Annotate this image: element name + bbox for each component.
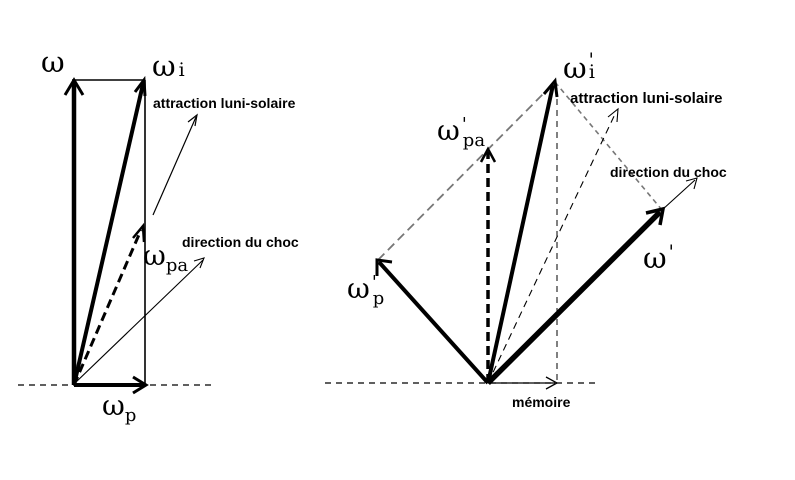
right-attraction-arrowhead [607,107,619,123]
left-omega-pa-symbol: ω [143,239,166,272]
right-memoire-label: mémoire [512,394,571,410]
right-omega-i-arrowhead [542,77,559,98]
left-omega-i-arrowhead [133,75,147,97]
right-omega-p-vector [377,260,490,385]
left-attraction-direction [152,116,197,216]
right-frame-upper-right [554,81,663,211]
left-omega-arrowhead [63,77,85,96]
left-omega-label: ω [41,45,65,79]
right-attraction-direction [487,111,617,384]
right-choc-direction [661,179,696,211]
left-attraction-arrowhead [187,113,198,127]
right-omega-p-symbol: ω [347,272,370,305]
right-omega-prime-vector [486,210,662,385]
right-omega-pa-symbol: ω [437,114,460,147]
left-choc-arrowhead [193,257,205,269]
right-choc-label: direction du choc [610,164,727,180]
left-choc-label: direction du choc [182,234,299,250]
right-omega-prime-symbol: ω [643,241,667,275]
right-omega-pa-arrowhead [479,146,497,163]
right-omega-i-subscript: i [589,61,595,83]
left-omega-p-arrowhead [132,375,149,395]
right-omega-p-prime: ' [372,272,377,293]
right-omega-i-prime: ' [589,49,594,71]
left-omega-i-subscript: i [179,59,185,81]
left-choc-direction [74,259,204,384]
right-omega-i-vector [486,84,555,384]
right-omega-pa-label: ω'pa [437,114,485,151]
right-omega-pa-subscript: pa [463,130,486,151]
left-omega-pa-label: ωpa [143,239,188,276]
right-omega-p-subscript: p [373,288,385,309]
right-omega-pa-prime: ' [462,114,467,135]
left-attraction-label: attraction luni-solaire [153,95,296,111]
right-omega-prime-mark: ' [669,241,674,263]
right-frame-upper-left [377,81,556,261]
right-omega-prime-label: ω' [643,241,674,275]
left-omega-p-label: ωp [102,389,136,426]
right-memoire-arrowhead [545,376,559,390]
left-omega-p-subscript: p [125,405,137,426]
left-omega-pa-arrowhead [132,222,146,243]
right-omega-p-label: ω'p [347,272,384,309]
left-omega-i-symbol: ω [152,49,176,83]
left-omega-pa-subscript: pa [166,255,189,276]
right-omega-p-arrowhead [375,258,393,276]
left-omega-pa-vector [72,229,143,386]
left-omega-i-vector [72,83,145,386]
left-omega-p-symbol: ω [102,389,125,422]
right-omega-i-label: ω'i [563,49,595,85]
right-diagram: ω'i attraction luni-solaire ω'pa directi… [325,49,727,410]
right-omega-i-symbol: ω [563,51,587,85]
right-omega-prime-arrowhead [645,206,666,226]
right-attraction-label: attraction luni-solaire [570,90,723,107]
right-choc-arrowhead [685,177,698,190]
